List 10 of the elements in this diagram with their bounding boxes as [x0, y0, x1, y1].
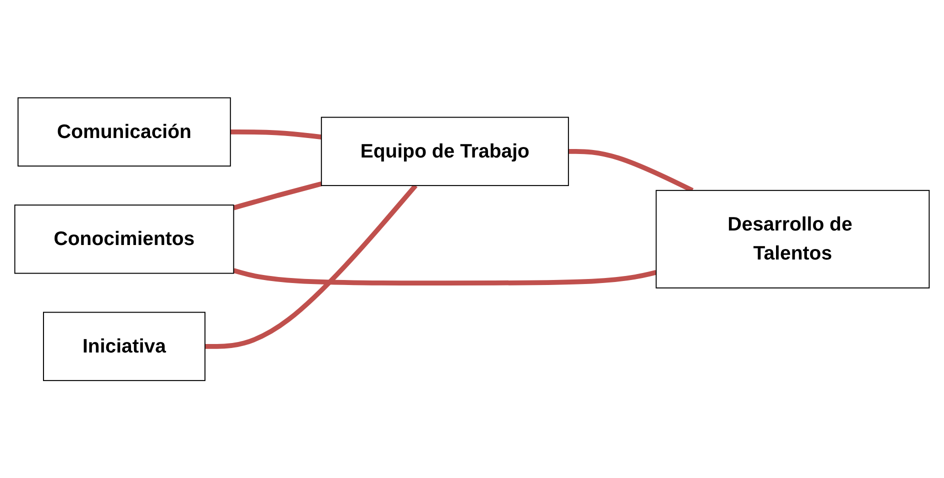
connector: [232, 268, 657, 286]
node-box: Conocimientos: [14, 204, 234, 274]
node-box: Iniciativa: [43, 312, 206, 381]
node-box: Equipo de Trabajo: [320, 116, 569, 186]
connector: [230, 129, 322, 140]
node-box: Comunicación: [18, 97, 231, 166]
node-box: Desarrollo de Talentos: [656, 190, 930, 288]
connector: [232, 181, 322, 210]
connector: [204, 184, 418, 349]
connector: [568, 148, 694, 192]
